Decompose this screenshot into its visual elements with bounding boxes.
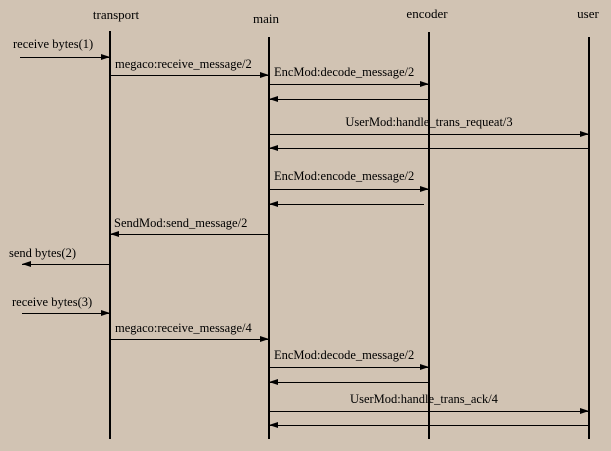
lifeline-main	[268, 37, 270, 439]
arrowhead-left-icon	[269, 422, 278, 428]
message-line-return-handle-trans-requeat	[269, 148, 589, 149]
arrowhead-left-icon	[110, 231, 119, 237]
lifeline-user	[588, 37, 590, 439]
arrowhead-left-icon	[269, 379, 278, 385]
message-label-sendmod-send-message-2: SendMod:send_message/2	[114, 216, 248, 230]
message-line-return-decode-b	[269, 382, 429, 383]
message-label-megaco-receive-message-4: megaco:receive_message/4	[115, 321, 252, 335]
arrowhead-right-icon	[420, 186, 429, 192]
arrowhead-right-icon	[420, 364, 429, 370]
arrowhead-right-icon	[580, 131, 589, 137]
actor-label-main: main	[253, 11, 279, 26]
message-line-encmod-encode-message-2	[269, 189, 429, 190]
message-label-encmod-decode-message-2-a: EncMod:decode_message/2	[274, 65, 415, 79]
arrowhead-right-icon	[420, 81, 429, 87]
lifeline-encoder	[428, 32, 430, 439]
arrowhead-right-icon	[260, 336, 269, 342]
actor-label-transport: transport	[92, 7, 140, 22]
arrowhead-right-icon	[260, 72, 269, 78]
message-label-receive-bytes-1: receive bytes(1)	[13, 37, 94, 51]
message-label-megaco-receive-message-2: megaco:receive_message/2	[115, 57, 252, 71]
arrowhead-left-icon	[269, 201, 278, 207]
arrowhead-left-icon	[269, 96, 278, 102]
message-line-return-handle-trans-ack	[269, 425, 589, 426]
message-label-encmod-decode-message-2-b: EncMod:decode_message/2	[274, 348, 415, 362]
message-line-usermod-handle-trans-ack-4	[269, 411, 589, 412]
actor-label-encoder: encoder	[406, 6, 448, 21]
message-line-megaco-receive-message-2	[110, 75, 269, 76]
message-label-encmod-encode-message-2: EncMod:encode_message/2	[274, 169, 415, 183]
message-line-return-encode	[269, 204, 424, 205]
message-line-receive-bytes-3	[22, 313, 110, 314]
message-label-usermod-handle-trans-requeat-3: UserMod:handle_trans_requeat/3	[345, 115, 513, 129]
arrowhead-right-icon	[101, 310, 110, 316]
message-line-encmod-decode-message-2-b	[269, 367, 429, 368]
message-line-sendmod-send-message-2	[110, 234, 269, 235]
message-label-receive-bytes-3: receive bytes(3)	[12, 295, 93, 309]
arrowhead-right-icon	[580, 408, 589, 414]
actor-label-user: user	[577, 6, 599, 21]
message-line-usermod-handle-trans-requeat-3	[269, 134, 589, 135]
message-label-usermod-handle-trans-ack-4: UserMod:handle_trans_ack/4	[350, 392, 498, 406]
message-line-megaco-receive-message-4	[110, 339, 269, 340]
arrowhead-right-icon	[101, 54, 110, 60]
message-line-send-bytes-2	[22, 264, 110, 265]
message-line-encmod-decode-message-2-a	[269, 84, 429, 85]
message-label-send-bytes-2: send bytes(2)	[9, 246, 76, 260]
arrowhead-left-icon	[269, 145, 278, 151]
message-line-receive-bytes-1	[20, 57, 110, 58]
arrowhead-left-icon	[22, 261, 31, 267]
message-line-return-decode-a	[269, 99, 429, 100]
